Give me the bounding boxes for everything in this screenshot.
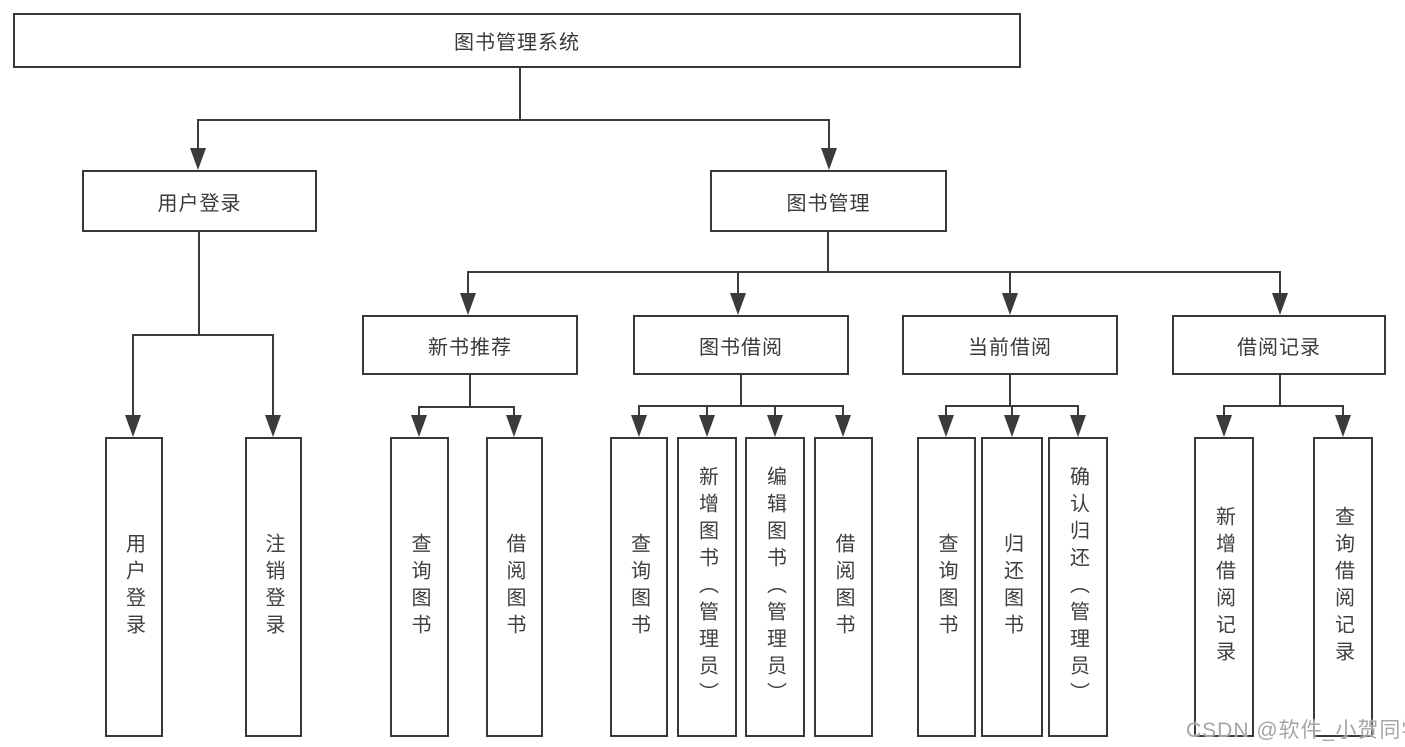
connector-line bbox=[469, 375, 471, 407]
arrowhead bbox=[1070, 415, 1086, 437]
node-query-books: 查询图书 bbox=[917, 437, 976, 737]
arrowhead bbox=[1002, 293, 1018, 315]
connector-line bbox=[1009, 375, 1011, 406]
node-label: 注销登录 bbox=[262, 533, 284, 641]
node-label: 查询图书 bbox=[627, 533, 650, 641]
connector-line bbox=[519, 68, 521, 120]
connector-line bbox=[828, 120, 830, 150]
node-query-books: 查询图书 bbox=[390, 437, 449, 737]
node-edit-books-admin: 编辑图书（管理员） bbox=[745, 437, 805, 737]
node-label: 借阅记录 bbox=[1237, 336, 1321, 359]
arrowhead bbox=[1335, 415, 1351, 437]
node-label: 新增借阅记录 bbox=[1212, 506, 1235, 668]
connector-line bbox=[418, 407, 420, 417]
arrowhead bbox=[411, 415, 427, 437]
node-current-borrowing: 当前借阅 bbox=[902, 315, 1118, 375]
connector-line bbox=[638, 406, 640, 417]
connector-line bbox=[1342, 406, 1344, 417]
connector-line bbox=[1223, 406, 1225, 417]
arrowhead bbox=[460, 293, 476, 315]
arrowhead bbox=[699, 415, 715, 437]
connector-line bbox=[827, 232, 829, 272]
node-borrowing-records: 借阅记录 bbox=[1172, 315, 1386, 375]
node-label: 编辑图书（管理员） bbox=[763, 465, 786, 709]
node-label: 当前借阅 bbox=[968, 336, 1052, 359]
connector-line bbox=[513, 407, 515, 417]
arrowhead bbox=[767, 415, 783, 437]
node-book-management: 图书管理 bbox=[710, 170, 947, 232]
connector-line bbox=[198, 232, 200, 335]
node-label: 图书管理 bbox=[786, 192, 871, 215]
arrowhead bbox=[506, 415, 522, 437]
connector-line bbox=[197, 120, 199, 150]
node-book-borrowing: 图书借阅 bbox=[633, 315, 849, 375]
connector-line bbox=[132, 334, 274, 336]
connector-line bbox=[737, 272, 739, 295]
arrowhead bbox=[1216, 415, 1232, 437]
connector-line bbox=[467, 272, 469, 295]
node-user-login-leaf: 用户登录 bbox=[105, 437, 163, 737]
node-label: 借阅图书 bbox=[503, 533, 525, 641]
connector-line bbox=[774, 406, 776, 417]
arrowhead bbox=[265, 415, 281, 437]
node-label: 查询图书 bbox=[935, 533, 957, 641]
node-label: 借阅图书 bbox=[832, 533, 854, 641]
arrowhead bbox=[1272, 293, 1288, 315]
node-user-login: 用户登录 bbox=[82, 170, 317, 232]
node-library-management-system: 图书管理系统 bbox=[13, 13, 1021, 68]
connector-line bbox=[1011, 406, 1013, 417]
node-borrow-books: 借阅图书 bbox=[814, 437, 873, 737]
node-label: 用户登录 bbox=[157, 192, 242, 215]
node-confirm-return-admin: 确认归还（管理员） bbox=[1048, 437, 1108, 737]
node-add-borrow-record: 新增借阅记录 bbox=[1194, 437, 1254, 737]
node-label: 归还图书 bbox=[1000, 533, 1023, 641]
connector-line bbox=[272, 335, 274, 417]
node-label: 查询图书 bbox=[408, 533, 430, 641]
connector-line bbox=[740, 375, 742, 406]
connector-line bbox=[1223, 405, 1344, 407]
node-label: 新增图书（管理员） bbox=[695, 465, 718, 709]
node-borrow-books: 借阅图书 bbox=[486, 437, 543, 737]
arrowhead bbox=[125, 415, 141, 437]
connector-line bbox=[467, 271, 1281, 273]
connector-line bbox=[945, 406, 947, 417]
arrowhead bbox=[1004, 415, 1020, 437]
node-label: 新书推荐 bbox=[428, 336, 512, 359]
arrowhead bbox=[938, 415, 954, 437]
connector-line bbox=[842, 406, 844, 417]
connector-line bbox=[418, 406, 515, 408]
connector-line bbox=[1279, 375, 1281, 406]
connector-line bbox=[1279, 272, 1281, 295]
connector-line bbox=[638, 405, 844, 407]
node-label: 用户登录 bbox=[122, 533, 145, 641]
node-add-books-admin: 新增图书（管理员） bbox=[677, 437, 737, 737]
node-return-books: 归还图书 bbox=[981, 437, 1043, 737]
arrowhead bbox=[821, 148, 837, 170]
arrowhead bbox=[835, 415, 851, 437]
node-label: 图书借阅 bbox=[699, 336, 783, 359]
connector-line bbox=[1009, 272, 1011, 295]
node-query-books: 查询图书 bbox=[610, 437, 668, 737]
watermark: CSDN @软件_小贺同学 bbox=[1186, 719, 1405, 742]
arrowhead bbox=[631, 415, 647, 437]
node-new-book-recommendation: 新书推荐 bbox=[362, 315, 578, 375]
connector-line bbox=[197, 119, 830, 121]
connector-line bbox=[706, 406, 708, 417]
arrowhead bbox=[190, 148, 206, 170]
connector-line bbox=[1077, 406, 1079, 417]
node-label: 图书管理系统 bbox=[454, 32, 580, 54]
node-label: 确认归还（管理员） bbox=[1066, 465, 1089, 709]
node-query-borrow-record: 查询借阅记录 bbox=[1313, 437, 1373, 737]
node-label: 查询借阅记录 bbox=[1331, 506, 1354, 668]
connector-line bbox=[132, 335, 134, 417]
node-logout: 注销登录 bbox=[245, 437, 302, 737]
arrowhead bbox=[730, 293, 746, 315]
